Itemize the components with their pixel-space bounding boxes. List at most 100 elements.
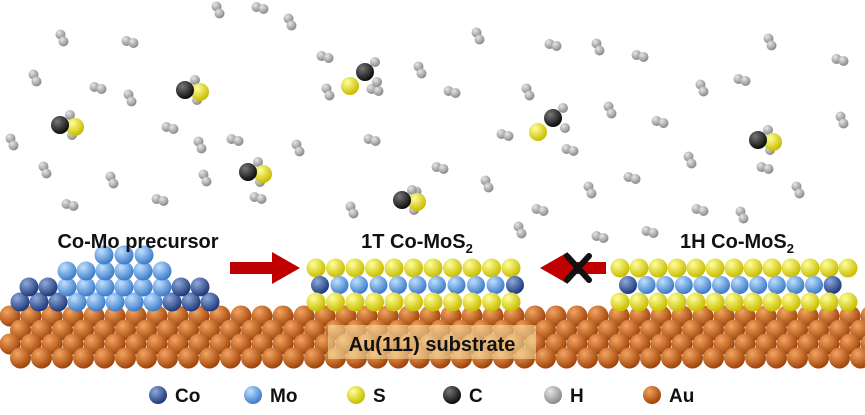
mo-atom	[152, 277, 172, 297]
co-atom	[48, 292, 68, 312]
mo-atom	[94, 245, 114, 265]
h-atom	[483, 182, 494, 193]
s-atom	[800, 258, 820, 278]
mo-atom	[76, 277, 96, 297]
s-atom	[800, 292, 820, 312]
mo-atom	[134, 245, 154, 265]
h-atom	[598, 233, 609, 243]
au-atom	[598, 347, 619, 369]
s-atom	[743, 258, 763, 278]
co-legend-swatch	[149, 386, 167, 404]
h-atom	[8, 140, 19, 151]
1t-phase-label: 1T Co-MoS2	[361, 231, 473, 256]
h-atom	[658, 118, 669, 128]
mo-atom	[730, 276, 749, 294]
s-atom	[667, 292, 687, 312]
au-atom	[829, 347, 850, 369]
mo-atom	[712, 276, 730, 294]
au-atom	[73, 347, 94, 369]
substrate-label-box	[328, 325, 536, 359]
h-atom	[58, 36, 69, 47]
co-atom	[162, 292, 182, 312]
h-atom	[538, 206, 549, 216]
mo-atom	[786, 276, 805, 294]
legend-label-h: H	[570, 386, 584, 407]
co-atom	[29, 292, 49, 312]
mo-atom	[86, 292, 106, 312]
c-atom	[356, 63, 374, 81]
mo-atom	[428, 276, 446, 294]
s-atom	[404, 292, 423, 312]
h-atom	[128, 38, 139, 48]
legend-label-s: S	[373, 386, 386, 407]
au-atom	[115, 347, 136, 369]
h-atom	[190, 75, 200, 85]
s-atom	[191, 83, 209, 101]
au-atom	[703, 347, 724, 369]
s-atom	[306, 292, 326, 312]
mo-atom	[67, 292, 87, 312]
s-atom	[686, 258, 706, 278]
h-atom	[450, 88, 461, 98]
au-atom	[766, 347, 787, 369]
au-legend-swatch	[643, 386, 661, 404]
c-atom	[393, 191, 411, 209]
co-atom	[311, 276, 329, 294]
s-atom	[529, 123, 547, 141]
h-atom	[294, 146, 305, 157]
h-atom	[698, 206, 709, 216]
h-atom	[201, 176, 212, 187]
s-atom	[345, 292, 365, 312]
h-atom	[196, 143, 207, 154]
mo-atom	[656, 276, 675, 294]
s-atom	[365, 258, 384, 278]
h-atom	[838, 118, 849, 129]
s-atom	[326, 258, 345, 278]
gas-phase-molecules	[5, 1, 849, 243]
mo-atom	[369, 276, 388, 294]
co-atom	[181, 292, 201, 312]
mo-atom	[408, 276, 427, 294]
mo-atom	[674, 276, 693, 294]
forward-arrow	[230, 252, 300, 284]
s-atom	[501, 258, 521, 278]
h-atom	[370, 136, 381, 146]
h-atom	[68, 201, 79, 211]
mo-atom	[57, 277, 77, 297]
h-atom	[438, 164, 449, 174]
h-atom	[108, 178, 119, 189]
co-atom	[823, 276, 842, 294]
h-atom	[41, 168, 52, 179]
h-atom	[766, 40, 777, 51]
s-atom	[764, 133, 782, 151]
legend-label-mo: Mo	[270, 386, 297, 407]
h-atom	[286, 20, 297, 31]
mo-atom	[389, 276, 407, 294]
h-atom	[370, 57, 380, 67]
h-atom	[560, 123, 570, 133]
s-atom	[462, 292, 482, 312]
h-atom	[324, 90, 335, 101]
s-atom	[610, 258, 630, 278]
au-atom	[556, 347, 577, 369]
h-atom	[586, 188, 597, 199]
co-mo-precursor-cluster	[10, 245, 220, 312]
s-atom	[781, 258, 801, 278]
s-atom	[384, 292, 404, 312]
s-atom	[724, 258, 744, 278]
au-atom	[724, 347, 745, 369]
mo-atom	[114, 245, 134, 265]
legend-label-co: Co	[175, 386, 200, 407]
h-atom	[630, 174, 641, 184]
co-atom	[38, 277, 58, 297]
h-atom	[568, 146, 579, 156]
h-atom	[126, 96, 137, 107]
legend-item-s: S	[347, 386, 386, 407]
au-atom	[787, 347, 808, 369]
mo-atom	[114, 277, 134, 297]
h-atom	[594, 45, 605, 56]
s-atom	[610, 292, 630, 312]
mo-atom	[76, 261, 96, 281]
